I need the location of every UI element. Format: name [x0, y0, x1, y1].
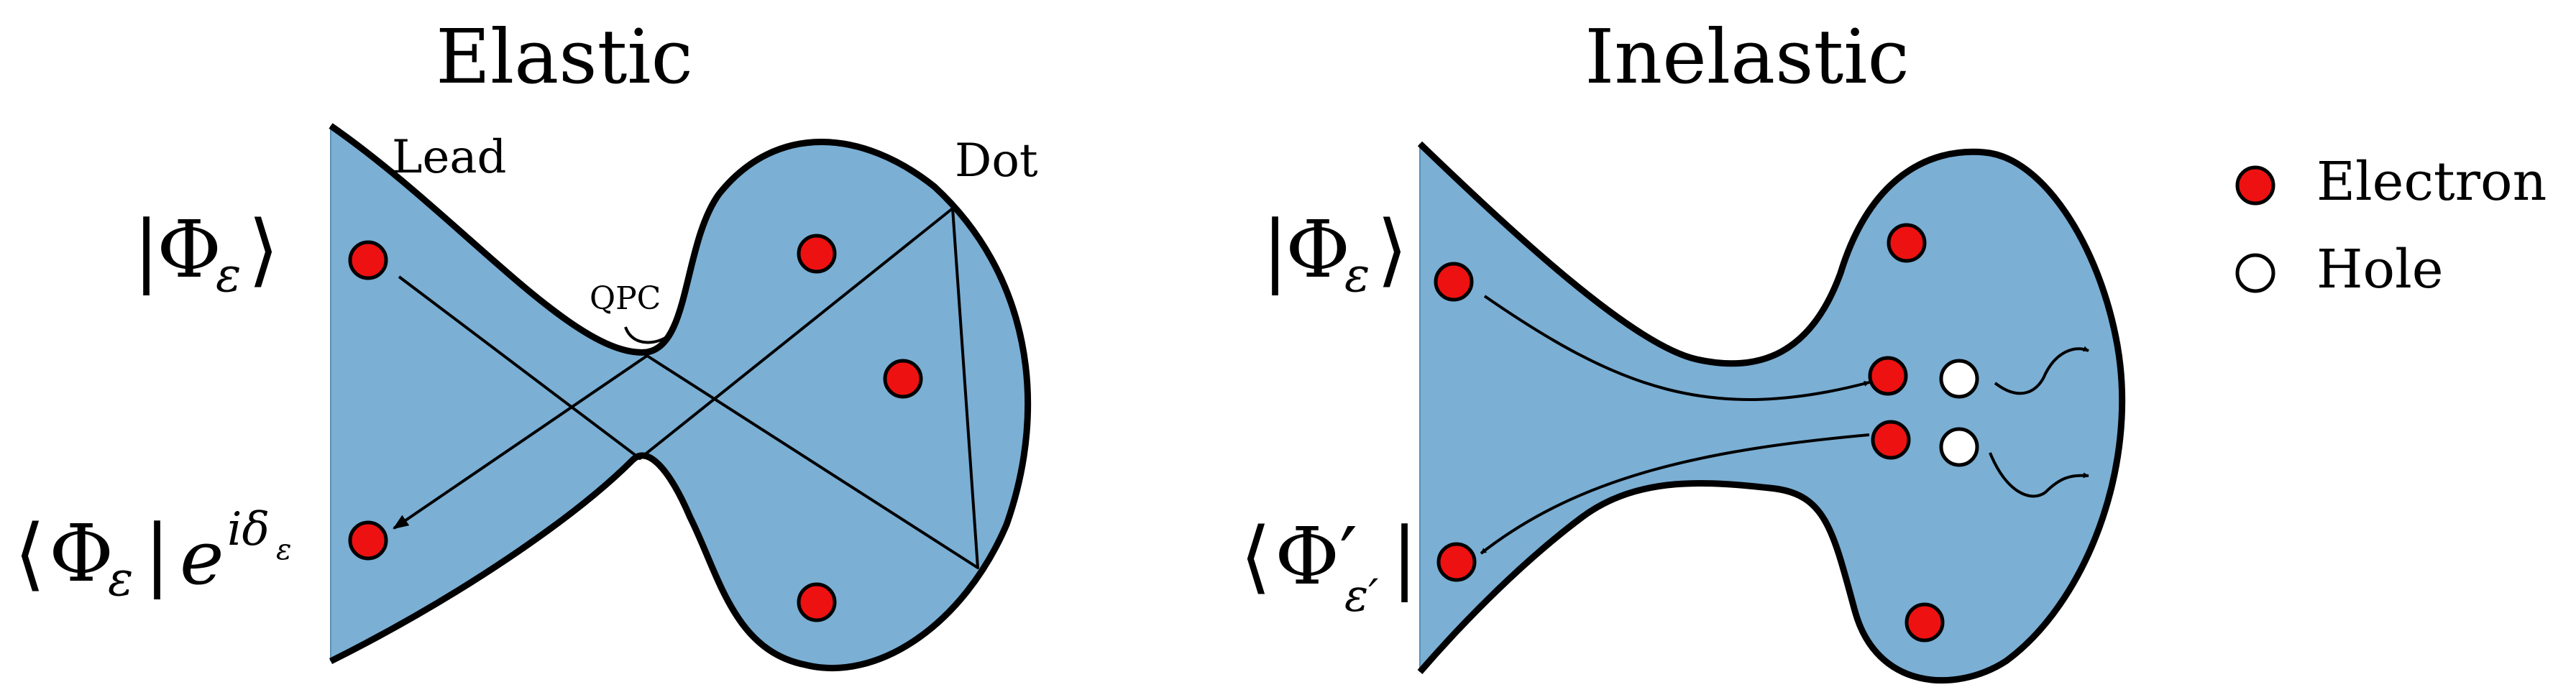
electron: [348, 520, 388, 561]
bra-symbol: Φ: [49, 507, 114, 599]
bra-symbol: Φ′: [1275, 510, 1357, 602]
electron: [1868, 356, 1908, 396]
inelastic-ket: | Φ ε ⟩: [1262, 203, 1408, 303]
ket-symbol: Φ: [1285, 203, 1350, 295]
elastic-lead-dot-region: [331, 126, 1028, 668]
inelastic-upper-boundary: [1417, 141, 2126, 684]
qpc-pointer: [624, 326, 674, 344]
lead-label: Lead: [392, 131, 507, 184]
ket-subscript: ε: [1344, 247, 1370, 303]
legend: Electron Hole: [2235, 151, 2547, 300]
elastic-panel: Elastic Lead Dot QPC | Φ ε ⟩ ⟨ Φ ε |: [14, 13, 1038, 671]
incoming-trajectory: [1483, 295, 1870, 401]
electron: [797, 582, 837, 622]
electron: [797, 234, 837, 274]
inelastic-lead-dot-region: [1420, 144, 2122, 681]
svg-text:⟨: ⟨: [14, 507, 45, 599]
dot-label: Dot: [955, 134, 1038, 188]
svg-text:|: |: [144, 507, 170, 599]
inelastic-title: Inelastic: [1585, 13, 1910, 101]
svg-text:⟨: ⟨: [1240, 510, 1271, 602]
electron: [1871, 420, 1911, 460]
electron: [1434, 262, 1474, 302]
hole: [1939, 359, 1979, 399]
bra-subscript: ε: [108, 551, 133, 607]
elastic-bra: ⟨ Φ ε | e iδ ε: [14, 503, 291, 607]
qpc-label: QPC: [590, 280, 661, 317]
inelastic-bra: ⟨ Φ′ ε′ |: [1240, 510, 1418, 622]
electron: [1905, 602, 1945, 643]
exp-power: iδ: [227, 503, 270, 556]
electron: [1436, 542, 1477, 582]
legend-electron-marker: [2235, 165, 2275, 206]
exp-sub: ε: [276, 533, 291, 566]
legend-hole-label: Hole: [2316, 239, 2444, 300]
electron: [1887, 223, 1927, 263]
svg-text:⟩: ⟩: [248, 203, 279, 295]
svg-text:|: |: [1262, 203, 1288, 295]
elastic-title: Elastic: [436, 13, 693, 101]
legend-electron-label: Electron: [2316, 151, 2547, 213]
legend-hole-marker: [2235, 253, 2275, 293]
bra-subscript: ε′: [1344, 569, 1378, 622]
svg-text:|: |: [133, 203, 160, 295]
inelastic-panel: Inelastic | Φ ε ⟩ ⟨ Φ′ ε′ |: [1240, 13, 2126, 684]
electron: [883, 359, 923, 399]
ket-symbol: Φ: [157, 203, 221, 295]
exp-base: e: [180, 514, 224, 602]
elastic-trajectory: [393, 207, 979, 569]
ket-subscript: ε: [216, 247, 241, 303]
excitation-wave-upper: [1994, 346, 2089, 395]
electron: [348, 240, 388, 280]
svg-text:⟩: ⟩: [1377, 203, 1408, 295]
elastic-ket: | Φ ε ⟩: [133, 203, 279, 303]
hole: [1939, 427, 1979, 467]
excitation-wave-lower: [1989, 452, 2089, 498]
svg-text:|: |: [1391, 510, 1418, 602]
outgoing-trajectory: [1480, 433, 1870, 555]
